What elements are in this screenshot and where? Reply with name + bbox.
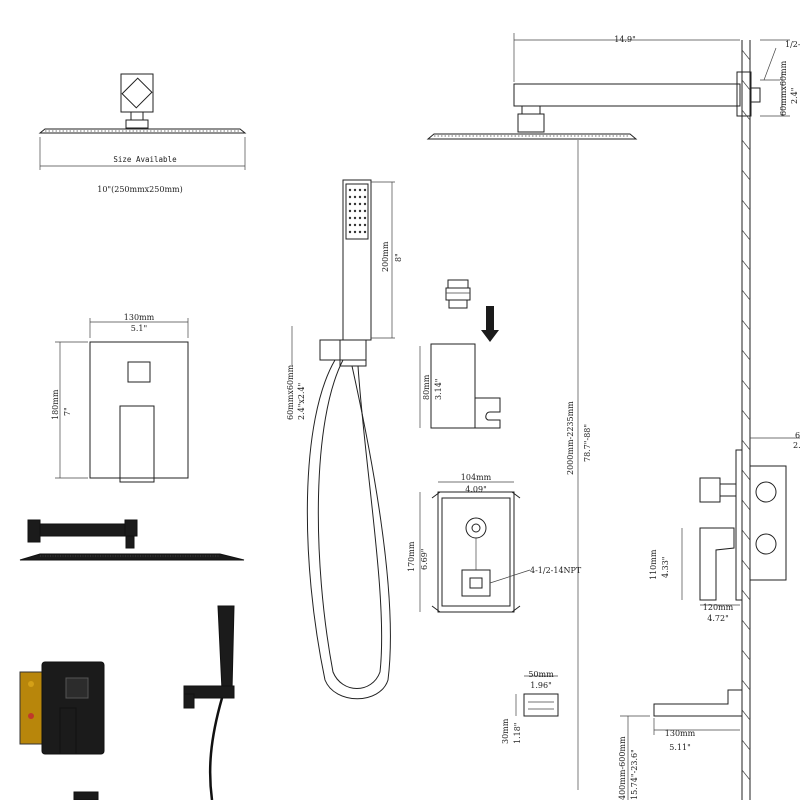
valve-trim-render [19,661,105,755]
tub-height-in-label: 15.74"-23.6" [630,749,639,800]
spout-w-in-label: 1.96" [530,681,552,690]
wall-section [577,40,751,800]
plate-width-mm-label: 130mm [124,313,155,322]
hand-shower-drawing [291,179,395,700]
tub-in-label: 5.11" [669,743,691,752]
valve-w-in-label: 4.09" [465,485,487,494]
spout-h-mm-label: 30mm [501,718,510,744]
side-w-in-label: 4.72" [707,614,729,623]
tub-spout-small [515,675,559,717]
wall-arm-in-label: 2.4" [790,88,799,104]
valve-w-mm-label: 104mm [461,473,492,482]
handset-in-label: 8" [394,253,403,262]
thread-label: 1/2- [785,40,800,49]
plate-height-in-label: 7" [63,407,72,416]
trim-plate-drawing [55,318,189,483]
rough-in-valve-drawing [419,481,531,613]
right-edge-a-label: 6 [795,431,800,440]
shower-head-small-view [38,73,247,170]
holder-base-mm-label: 60mmx60mm [286,364,295,420]
tub-spout-render [73,791,99,800]
rough-height-mm-label: 2000mm-2235mm [566,401,575,475]
down-arrow-icon [481,306,499,342]
side-w-mm-label: 120mm [703,603,734,612]
side-h-in-label: 4.33" [661,557,670,579]
wall-arm-mm-label: 60mmx60mm [779,60,788,116]
head-width-label: 14.9" [614,35,636,44]
shower-head-render [19,519,245,561]
tub-spout-wall-view [620,689,743,800]
plate-width-in-label: 5.1" [131,324,147,333]
holder-h-in-label: 3.14" [434,379,443,401]
tub-height-mm-label: 400mm-600mm [618,736,627,800]
plate-height-mm-label: 180mm [51,389,60,420]
holder-base-in-label: 2.4"x2.4" [297,383,306,420]
right-edge-b-label: 2. [793,441,800,450]
side-h-mm-label: 110mm [649,549,658,580]
spout-w-mm-label: 50mm [528,670,554,679]
side-valve-view [681,437,800,606]
spout-h-in-label: 1.18" [513,723,522,745]
npt-label: 4-1/2-14NPT [530,566,582,575]
handset-mm-label: 200mm [381,241,390,272]
tub-mm-label: 130mm [665,729,696,738]
head-size-label: 10"(250mmx250mm) [97,185,183,194]
shower-arm-dimension-view [426,33,790,140]
size-available-label: Size Available [113,155,177,164]
valve-h-in-label: 6.69" [420,549,429,571]
hand-shower-render [183,605,235,800]
rough-height-in-label: 78.7"-88" [583,424,592,462]
holder-drawing [419,279,501,429]
valve-h-mm-label: 170mm [407,541,416,572]
holder-h-mm-label: 80mm [422,374,431,400]
